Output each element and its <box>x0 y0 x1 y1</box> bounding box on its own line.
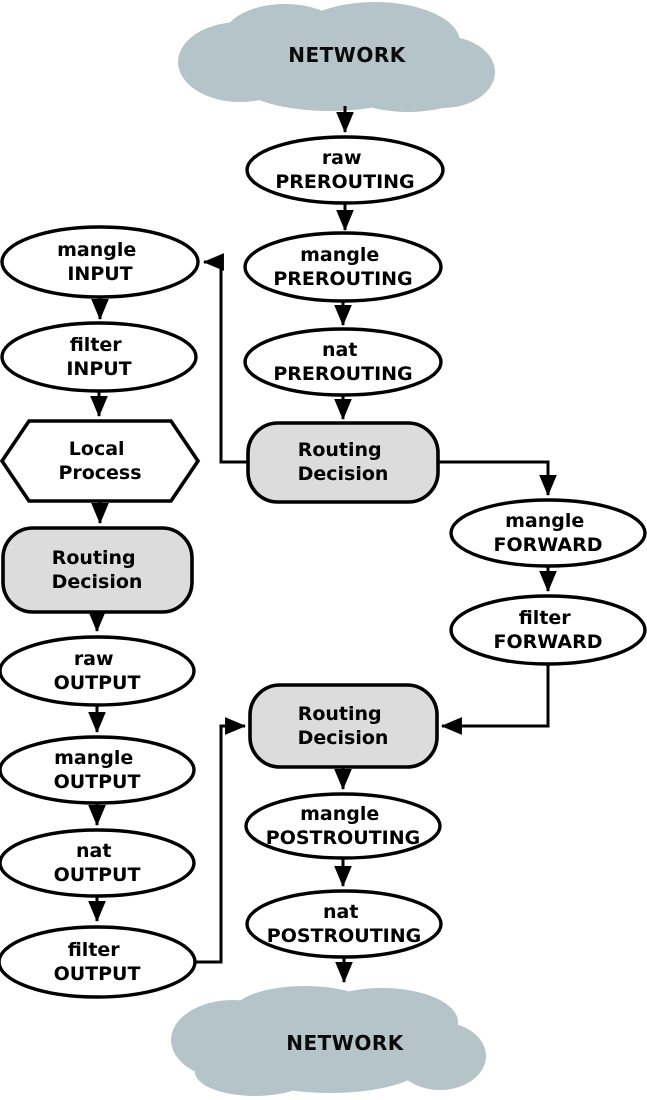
raw-output-ellipse <box>0 635 196 707</box>
local-process-label: Local Process <box>58 438 141 484</box>
mangle-prerouting-ellipse <box>243 231 443 303</box>
raw-prerouting-label: raw PREROUTING <box>275 147 414 193</box>
mangle-forward-ellipse <box>449 498 647 568</box>
mangle-prerouting-label: mangle PREROUTING <box>273 244 412 290</box>
filter-forward-ellipse <box>449 594 647 666</box>
routing-decision-left-box <box>1 526 194 614</box>
routing-decision-mid-box <box>246 421 440 504</box>
mangle-postrouting-label: mangle POSTROUTING <box>266 803 420 849</box>
mangle-output-label: mangle OUTPUT <box>54 747 141 793</box>
node-mangle-forward: mangle FORWARD <box>449 498 647 568</box>
network-cloud-bottom <box>171 986 486 1096</box>
node-mangle-output: mangle OUTPUT <box>0 735 196 805</box>
filter-input-label: filter INPUT <box>66 334 131 380</box>
raw-output-label: raw OUTPUT <box>54 648 141 694</box>
network-cloud-top <box>178 2 495 112</box>
routing-decision-mid-label: Routing Decision <box>298 439 389 485</box>
node-filter-output: filter OUTPUT <box>0 925 197 999</box>
routing-decision-bottom-label: Routing Decision <box>298 703 389 749</box>
network-top-label: NETWORK <box>288 43 407 67</box>
edge-routing-decision-to-mangle-input <box>202 253 248 464</box>
cloud-lobe <box>346 64 470 112</box>
nat-output-ellipse <box>0 828 196 898</box>
node-filter-input: filter INPUT <box>0 321 198 393</box>
node-raw-prerouting: raw PREROUTING <box>245 135 445 205</box>
mangle-output-ellipse <box>0 735 196 805</box>
raw-prerouting-ellipse <box>245 135 445 205</box>
mangle-forward-label: mangle FORWARD <box>494 510 603 556</box>
node-mangle-prerouting: mangle PREROUTING <box>243 231 443 303</box>
nat-prerouting-label: nat PREROUTING <box>273 339 412 385</box>
node-routing-decision-mid: Routing Decision <box>246 421 440 504</box>
nat-postrouting-ellipse <box>245 889 443 959</box>
nat-prerouting-ellipse <box>243 327 443 397</box>
mangle-input-label: mangle INPUT <box>57 239 143 285</box>
node-mangle-input: mangle INPUT <box>0 225 200 299</box>
filter-output-label: filter OUTPUT <box>54 939 141 985</box>
node-raw-output: raw OUTPUT <box>0 635 196 707</box>
node-routing-decision-bottom: Routing Decision <box>248 683 439 769</box>
edge-filter-output-to-routing-decision-bottom <box>195 717 247 964</box>
routing-decision-bottom-box <box>248 683 439 769</box>
filter-output-ellipse <box>0 925 197 999</box>
node-local-process: Local Process <box>0 419 201 503</box>
node-routing-decision-left: Routing Decision <box>1 526 194 614</box>
edges <box>88 106 557 984</box>
routing-decision-left-label: Routing Decision <box>52 547 143 593</box>
mangle-input-ellipse <box>0 225 200 299</box>
filter-forward-label: filter FORWARD <box>494 607 603 653</box>
mangle-postrouting-ellipse <box>244 792 442 860</box>
network-bottom-label: NETWORK <box>286 1031 405 1055</box>
node-nat-prerouting: nat PREROUTING <box>243 327 443 397</box>
edge-routing-decision-to-mangle-forward <box>438 460 557 497</box>
node-mangle-postrouting: mangle POSTROUTING <box>244 792 442 860</box>
node-filter-forward: filter FORWARD <box>449 594 647 666</box>
nat-postrouting-label: nat POSTROUTING <box>267 901 421 947</box>
local-process-hexagon <box>0 419 201 503</box>
node-nat-output: nat OUTPUT <box>0 828 196 898</box>
nat-output-label: nat OUTPUT <box>54 840 141 886</box>
edge-filter-forward-to-routing-decision-bottom <box>440 664 550 735</box>
node-nat-postrouting: nat POSTROUTING <box>245 889 443 959</box>
filter-input-ellipse <box>0 321 198 393</box>
cloud-lobe <box>195 1048 315 1096</box>
